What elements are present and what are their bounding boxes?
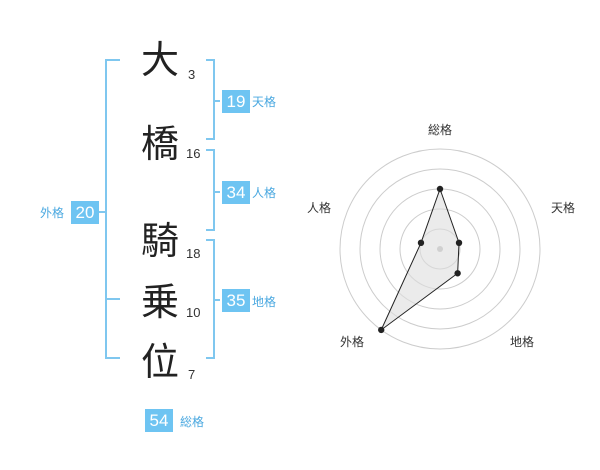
- chikaku-value: 35: [222, 289, 250, 312]
- jinkaku-label: 人格: [252, 186, 277, 200]
- radar-label-chikaku: 地格: [510, 335, 535, 349]
- radar-label-tenkaku: 天格: [551, 201, 576, 215]
- tenkaku-label: 天格: [252, 95, 277, 109]
- chikaku-label: 地格: [252, 295, 277, 309]
- gaikaku-label: 外格: [40, 206, 65, 220]
- radar-point-1: [436, 185, 444, 193]
- stroke-count-1: 3: [188, 67, 196, 82]
- name-char-1: 大: [141, 38, 180, 82]
- name-char-5: 位: [141, 340, 180, 384]
- jinkaku-bracket: [206, 149, 215, 231]
- radar-polygon: [380, 187, 460, 331]
- name-char-4: 乗: [141, 280, 180, 324]
- radar-point-3: [454, 270, 461, 277]
- gaikaku-value: 20: [71, 201, 99, 224]
- radar-ring-2: [359, 168, 521, 330]
- radar-label-jinkaku: 人格: [307, 201, 332, 215]
- tenkaku-value: 19: [222, 90, 250, 113]
- name-char-3: 騎: [141, 219, 180, 263]
- stroke-count-2: 16: [186, 146, 201, 161]
- soukaku-value: 54: [145, 409, 173, 432]
- name-char-2: 橋: [141, 122, 180, 166]
- jinkaku-value: 34: [222, 181, 250, 204]
- tenkaku-bracket: [206, 59, 215, 140]
- soukaku-label: 総格: [180, 415, 205, 429]
- radar-point-4: [378, 326, 385, 334]
- radar-ring-1: [339, 148, 541, 350]
- radar-label-gaikaku: 外格: [340, 335, 365, 349]
- stroke-count-4: 10: [186, 305, 201, 320]
- stroke-count-3: 18: [186, 246, 201, 261]
- radar-point-2: [455, 239, 463, 247]
- radar-label-soukaku: 総格: [428, 123, 453, 137]
- stroke-count-5: 7: [188, 367, 196, 382]
- gaikaku-bracket: [105, 59, 120, 359]
- radar-point-5: [417, 239, 425, 247]
